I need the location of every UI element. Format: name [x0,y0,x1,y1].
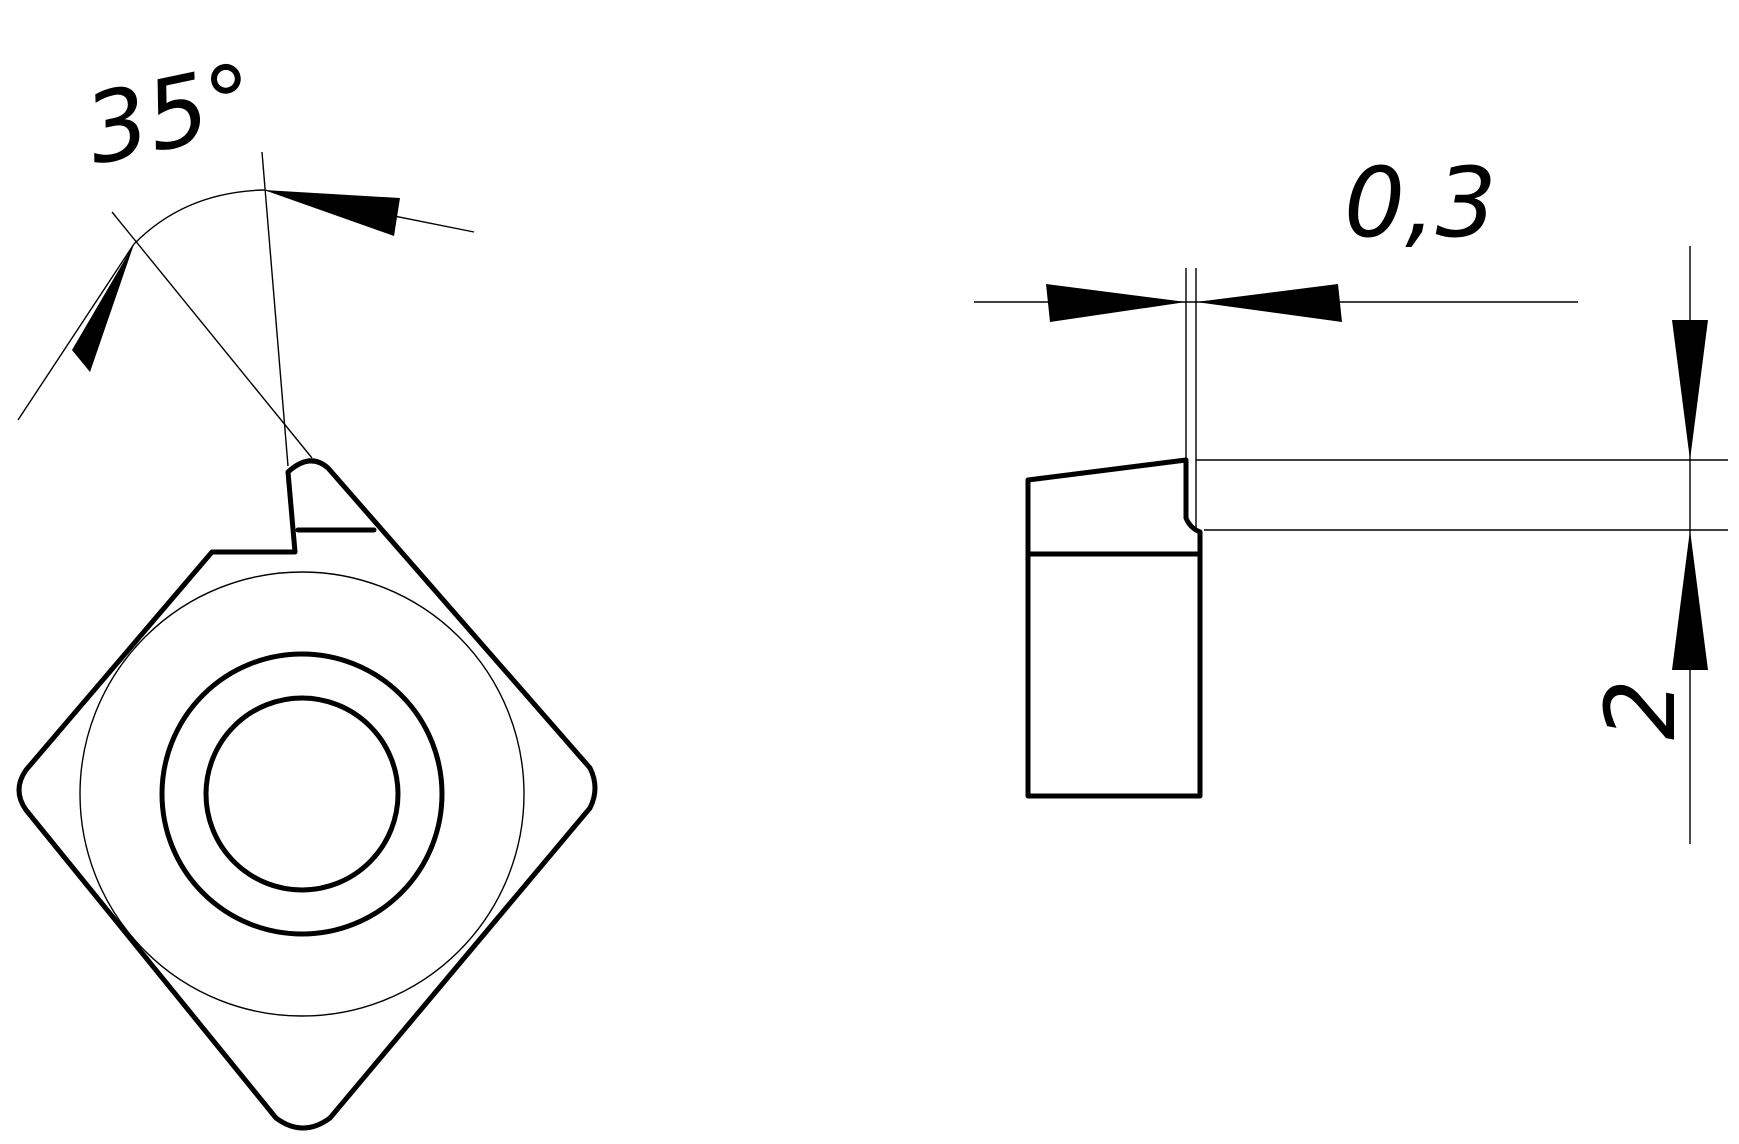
angle-arrow-right [264,190,400,236]
depth-dimension: 2 [1196,246,1728,844]
depth-arrow-top [1672,320,1708,460]
angle-extension-line-edge [111,211,313,459]
depth-dimension-label: 2 [1585,679,1697,740]
insert-side-view [1025,457,1203,799]
bore-inner-circle [203,695,401,893]
angle-dimension-arc [133,189,265,245]
angle-dimension-label: 35° [76,42,266,187]
inscribed-circle [79,571,525,1017]
depth-arrow-bottom [1672,530,1708,670]
angle-leader-left [17,243,135,421]
angle-dimension: 35° [17,42,475,467]
insert-side-outline [1025,457,1203,799]
angle-extension-line-axis [261,151,289,467]
offset-dimension: 0,3 [974,147,1578,530]
offset-arrow-right [1196,284,1342,322]
offset-arrow-left [1046,284,1186,322]
angle-arrow-left [72,244,134,372]
offset-dimension-label: 0,3 [1344,147,1497,259]
insert-outline [16,458,598,1131]
bore-outer-circle [159,651,445,937]
insert-plan-view [16,458,598,1131]
